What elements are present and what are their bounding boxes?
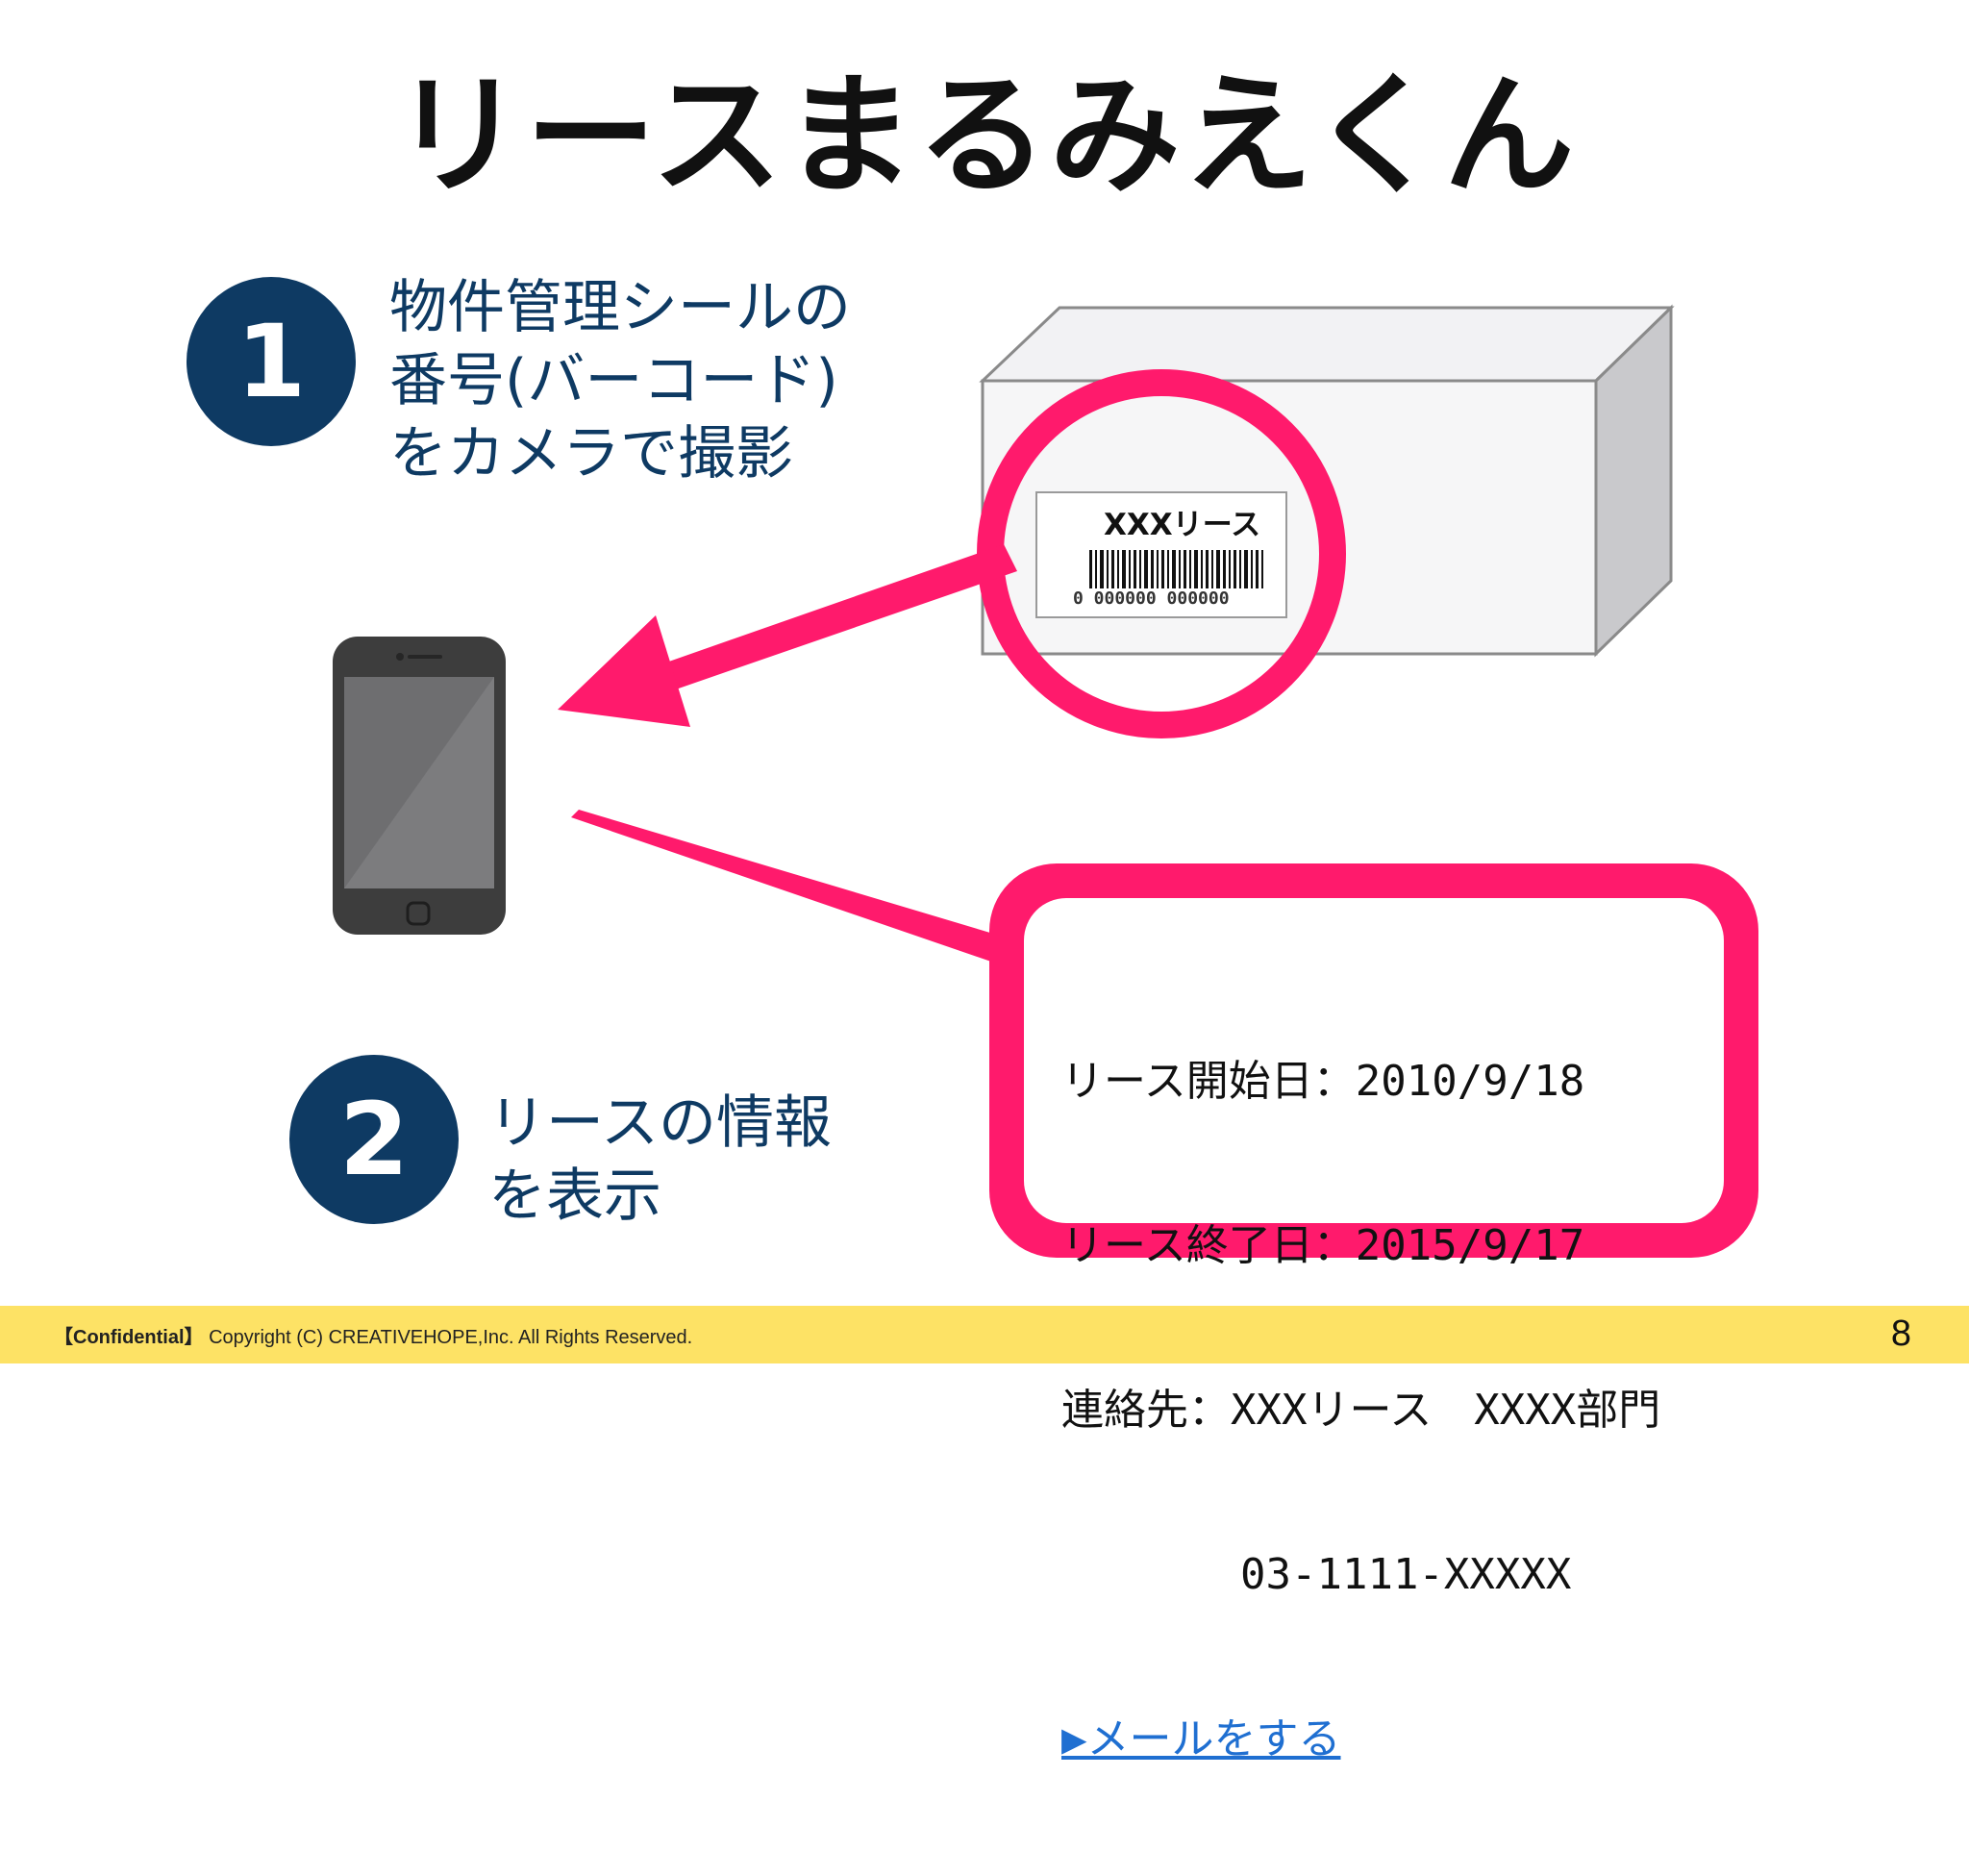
- copyright-text: Copyright (C) CREATIVEHOPE,Inc. All Righ…: [209, 1327, 693, 1348]
- step-1-text: 物件管理シールの 番号(バーコード) をカメラで撮影: [389, 271, 851, 490]
- contact: 連絡先：XXXリース XXXX部門: [1061, 1386, 1661, 1435]
- step-1-badge: 1: [187, 277, 356, 446]
- contact-phone: 03-1111-XXXXX: [1240, 1550, 1572, 1599]
- scan-arrow: [558, 544, 1017, 727]
- step-2-line: リースの情報: [488, 1089, 832, 1157]
- info-bubble: [571, 810, 1758, 1258]
- asset-sticker: [1035, 491, 1287, 618]
- lease-info: リース開始日：2010/9/18 リース終了日：2015/9/17 連絡先：XX…: [1061, 944, 1660, 1876]
- footer-copyright: 【Confidential】 Copyright (C) CREATIVEHOP…: [54, 1321, 692, 1349]
- page-number: 8: [1890, 1313, 1911, 1354]
- step-2-text: リースの情報 を表示: [488, 1087, 832, 1233]
- lease-end: リース終了日：2015/9/17: [1061, 1221, 1585, 1270]
- lease-start: リース開始日：2010/9/18: [1061, 1057, 1585, 1106]
- send-mail-link[interactable]: ▶メールをする: [1061, 1714, 1341, 1763]
- page-title: リースまるみえくん: [392, 61, 1577, 213]
- step-1-line: をカメラで撮影: [389, 420, 793, 488]
- step-2-line: を表示: [488, 1163, 661, 1230]
- illustration: [333, 304, 1758, 1258]
- barcode-digits: 0 000000 000000: [1073, 588, 1230, 609]
- step-2-badge: 2: [289, 1055, 459, 1224]
- smartphone: [333, 637, 506, 935]
- sticker-company: XXXリース: [1104, 508, 1261, 542]
- step-1-line: 物件管理シールの: [389, 274, 851, 341]
- slide: リースまるみえくん: [0, 61, 1969, 1763]
- step-1-line: 番号(バーコード): [389, 347, 838, 414]
- confidential-label: 【Confidential】: [54, 1327, 204, 1348]
- footer: 【Confidential】 Copyright (C) CREATIVEHOP…: [0, 1306, 1969, 1363]
- barcode: [1089, 550, 1263, 588]
